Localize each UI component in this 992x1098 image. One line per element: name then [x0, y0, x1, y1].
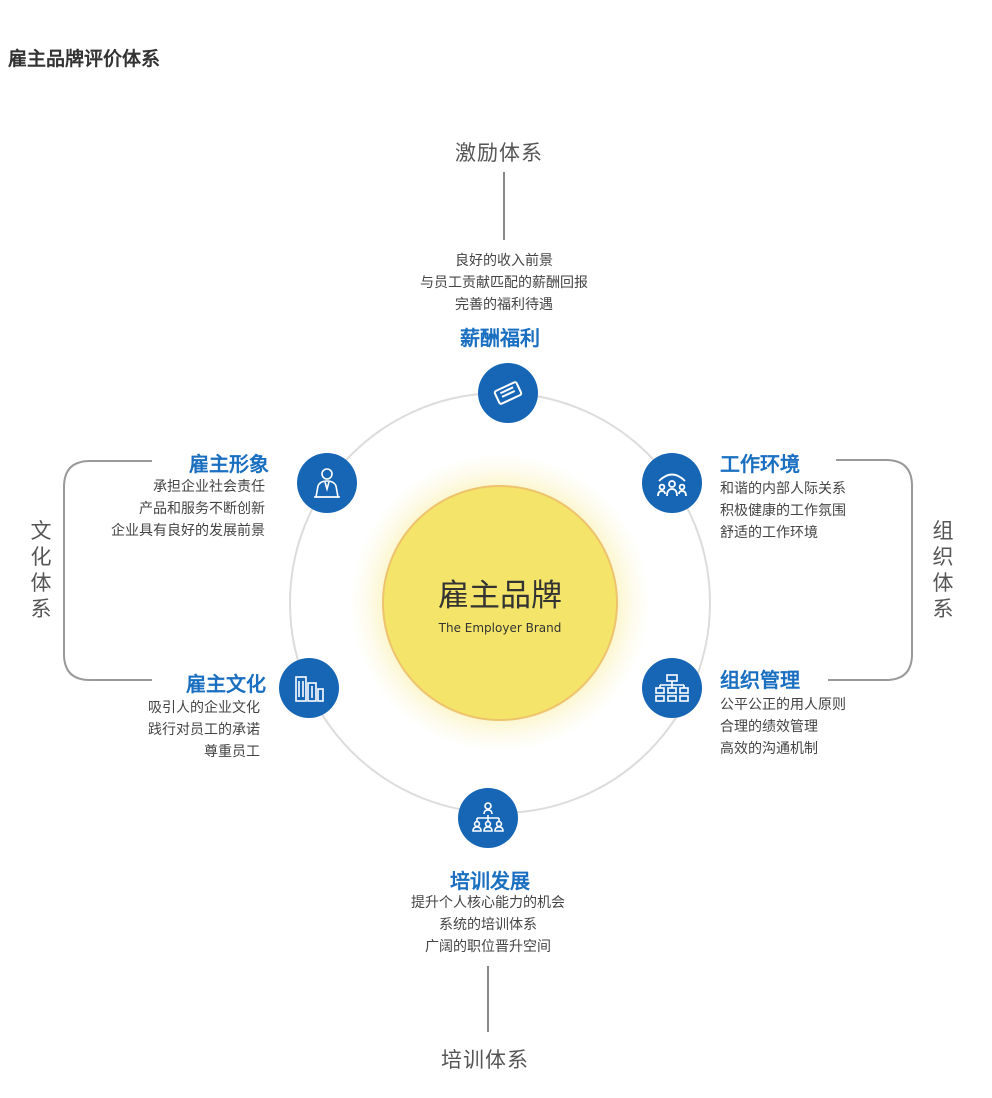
core-circle: [382, 485, 618, 721]
right-bracket: [828, 459, 913, 681]
image-description: 承担企业社会责任产品和服务不断创新企业具有良好的发展前景: [111, 479, 265, 539]
page-title: 雇主品牌评价体系: [8, 48, 161, 70]
ticket-icon: [478, 363, 538, 423]
core-label: 雇主品牌 The Employer Brand: [400, 570, 600, 635]
buildings-icon: [279, 658, 339, 718]
core-title: 雇主品牌: [438, 578, 562, 614]
system-label-left: 文化体系: [30, 519, 52, 621]
culture-description: 吸引人的企业文化践行对员工的承诺尊重员工: [148, 700, 260, 760]
salary-description: 良好的收入前景与员工贡献匹配的薪酬回报完善的福利待遇: [420, 253, 588, 313]
system-label-bottom: 培训体系: [441, 1048, 529, 1072]
image-title: 雇主形象: [189, 452, 269, 476]
culture-title: 雇主文化: [186, 672, 266, 696]
management-description: 公平公正的用人原则合理的绩效管理高效的沟通机制: [720, 697, 846, 757]
hierarchy-people-icon: [458, 788, 518, 848]
salary-title: 薪酬福利: [460, 326, 540, 350]
team-meeting-icon: [642, 453, 702, 513]
training-description: 提升个人核心能力的机会系统的培训体系广阔的职位晋升空间: [411, 895, 565, 955]
system-label-right: 组织体系: [932, 519, 954, 621]
training-title: 培训发展: [450, 869, 530, 893]
core-subtitle: The Employer Brand: [438, 621, 562, 635]
org-chart-icon: [642, 658, 702, 718]
left-bracket: [63, 460, 152, 681]
businessman-icon: [297, 453, 357, 513]
system-label-top: 激励体系: [455, 141, 543, 165]
management-title: 组织管理: [720, 668, 800, 692]
environment-description: 和谐的内部人际关系积极健康的工作氛围舒适的工作环境: [720, 481, 846, 541]
environment-title: 工作环境: [720, 452, 800, 476]
